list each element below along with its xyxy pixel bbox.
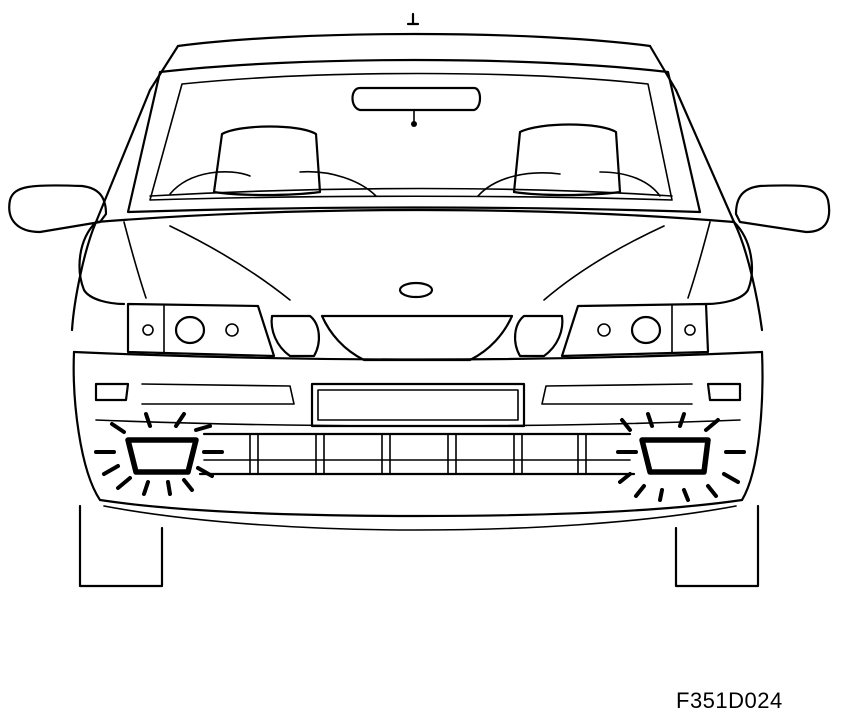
- indicator-right: [706, 382, 742, 402]
- side-mirror-right: [734, 184, 831, 234]
- hood-emblem: [398, 281, 434, 299]
- antenna: [406, 12, 420, 26]
- fog-light-left-lit: [94, 412, 224, 496]
- bumper-top: [72, 350, 764, 361]
- headlight-right: [560, 302, 710, 358]
- tire-right: [674, 504, 760, 588]
- headlight-left: [126, 302, 276, 358]
- indicator-left: [94, 382, 130, 402]
- seat-right: [477, 123, 661, 197]
- lower-intake: [249, 433, 587, 475]
- side-mirror-left: [8, 184, 108, 234]
- bumper-bottom: [72, 350, 764, 518]
- seat-left: [169, 125, 377, 197]
- hood-edge: [94, 208, 736, 224]
- windshield-glass: [149, 72, 673, 201]
- figure-code: F351D024: [676, 688, 783, 713]
- rearview-mirror: [351, 86, 482, 127]
- windshield-frame: [126, 58, 702, 214]
- tire-left: [78, 504, 164, 588]
- fog-light-right-lit: [616, 412, 746, 502]
- roof-outline: [176, 32, 652, 48]
- front-grille: [270, 314, 564, 362]
